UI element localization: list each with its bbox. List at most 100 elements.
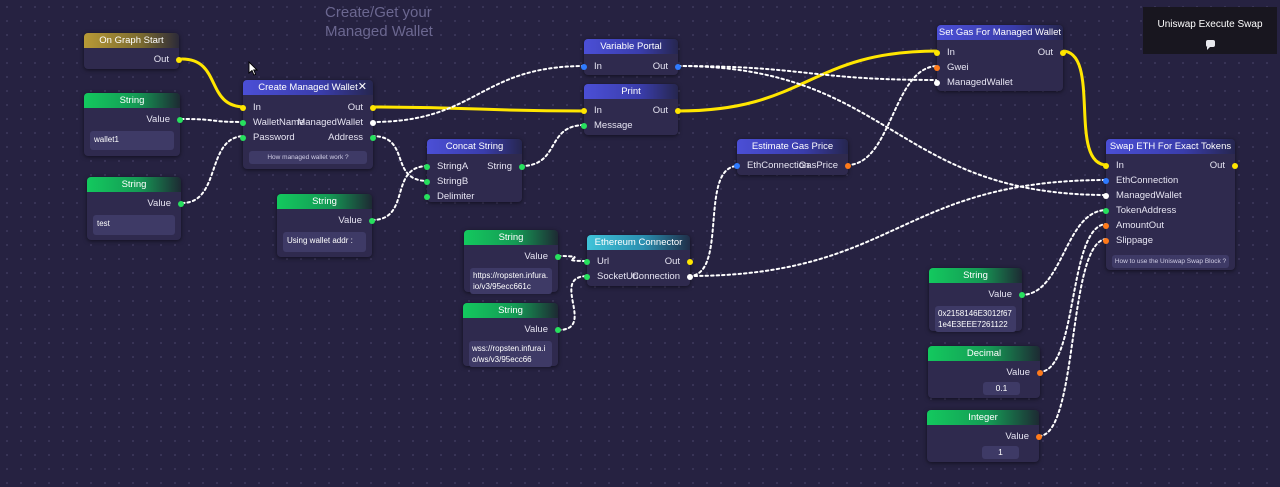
string-socket-node[interactable]: String Value wss://ropsten.infura.io/ws/… — [463, 303, 561, 367]
node-title[interactable]: String — [84, 93, 180, 108]
gwei-port[interactable] — [934, 64, 940, 71]
wire-setgas-to-swap — [1060, 49, 1109, 167]
string-password-node[interactable]: String Value test — [87, 177, 184, 240]
socket-uri-port[interactable] — [584, 273, 590, 280]
value-port[interactable] — [1037, 369, 1043, 376]
value-port[interactable] — [369, 217, 375, 224]
estimate-gas-price-node[interactable]: Estimate Gas Price EthConnection GasPric… — [734, 139, 851, 175]
eth-connection-port[interactable] — [1103, 177, 1109, 184]
chat-icon[interactable] — [1205, 40, 1215, 50]
value-port[interactable] — [1036, 433, 1042, 440]
node-title[interactable]: Estimate Gas Price — [737, 139, 848, 154]
wallet-name-port[interactable] — [240, 119, 246, 126]
out-port[interactable] — [1060, 49, 1066, 56]
in-port[interactable] — [240, 104, 246, 111]
string-out-port[interactable] — [519, 163, 525, 170]
value-port[interactable] — [555, 253, 561, 260]
out-port[interactable] — [675, 107, 681, 114]
url-port[interactable] — [584, 258, 590, 265]
decimal-node[interactable]: Decimal Value 0.1 — [928, 346, 1043, 398]
delimiter-port[interactable] — [424, 193, 430, 200]
in-port[interactable] — [1103, 162, 1109, 169]
in-port[interactable] — [581, 63, 587, 70]
string-wallet-node[interactable]: String Value wallet1 — [84, 93, 183, 156]
out-label: Out — [153, 54, 169, 65]
connection-port[interactable] — [687, 273, 693, 280]
address-port[interactable] — [370, 134, 376, 141]
address-label: Address — [328, 132, 363, 143]
on-graph-start-node[interactable]: On Graph Start Out — [84, 33, 182, 69]
token-address-port[interactable] — [1103, 207, 1109, 214]
value-input[interactable]: 1 — [982, 446, 1019, 459]
node-title[interactable]: Decimal — [928, 346, 1040, 361]
in-port[interactable] — [934, 49, 940, 56]
node-title[interactable]: Ethereum Connector — [587, 235, 690, 250]
node-title[interactable]: String — [464, 230, 558, 245]
value-port[interactable] — [177, 116, 183, 123]
node-title[interactable]: String — [463, 303, 558, 318]
value-port[interactable] — [178, 200, 184, 207]
value-input[interactable]: wss://ropsten.infura.io/ws/v3/95ecc66 — [469, 341, 552, 367]
wire-concat-to-print — [520, 124, 586, 167]
close-icon[interactable]: ✕ — [357, 81, 367, 93]
value-input[interactable]: 0x2158146E3012f671e4E3EEE7261122 — [935, 306, 1016, 332]
message-port[interactable] — [581, 122, 587, 129]
managed-wallet-port[interactable] — [1103, 192, 1109, 199]
node-title[interactable]: String — [87, 177, 181, 192]
integer-node[interactable]: Integer Value 1 — [927, 410, 1042, 462]
group-title-line2: Managed Wallet — [325, 23, 433, 40]
node-title[interactable]: Variable Portal — [584, 39, 678, 54]
value-input[interactable]: 0.1 — [983, 382, 1020, 395]
string-b-port[interactable] — [424, 178, 430, 185]
string-url-node[interactable]: String Value https://ropsten.infura.io/v… — [464, 230, 561, 294]
help-link[interactable]: How to use the Uniswap Swap Block ? — [1112, 255, 1229, 268]
password-port[interactable] — [240, 134, 246, 141]
variable-portal-node[interactable]: Variable Portal In Out — [581, 39, 681, 75]
slippage-port[interactable] — [1103, 237, 1109, 244]
value-input[interactable]: Using wallet addr : — [283, 232, 366, 252]
node-title[interactable]: String — [277, 194, 372, 209]
eth-connection-label: EthConnection — [1116, 175, 1179, 186]
node-title[interactable]: Create Managed Wallet ✕ — [243, 80, 373, 95]
out-label: Out — [652, 105, 668, 116]
out-label: Out — [664, 256, 680, 267]
string-a-port[interactable] — [424, 163, 430, 170]
node-title[interactable]: On Graph Start — [84, 33, 179, 48]
node-title[interactable]: String — [929, 268, 1022, 283]
managed-wallet-port[interactable] — [370, 119, 376, 126]
out-port[interactable] — [687, 258, 693, 265]
eth-connection-port[interactable] — [734, 162, 740, 169]
uniswap-panel[interactable]: Uniswap Execute Swap — [1143, 7, 1277, 54]
in-label: In — [594, 61, 602, 72]
in-port[interactable] — [581, 107, 587, 114]
string-message-node[interactable]: String Value Using wallet addr : — [277, 194, 375, 257]
out-port[interactable] — [370, 104, 376, 111]
node-title[interactable]: Concat String — [427, 139, 522, 154]
create-managed-wallet-node[interactable]: Create Managed Wallet ✕ In Out WalletNam… — [240, 80, 376, 169]
amount-out-port[interactable] — [1103, 222, 1109, 229]
set-gas-node[interactable]: Set Gas For Managed Wallet In Out Gwei M… — [934, 25, 1066, 91]
swap-eth-node[interactable]: Swap ETH For Exact Tokens In Out EthConn… — [1103, 139, 1238, 270]
out-port[interactable] — [1232, 162, 1238, 169]
ethereum-connector-node[interactable]: Ethereum Connector Url Out SocketUri Con… — [584, 235, 693, 286]
node-title[interactable]: Set Gas For Managed Wallet — [937, 25, 1063, 40]
out-port[interactable] — [176, 56, 182, 63]
value-input[interactable]: wallet1 — [90, 131, 174, 150]
managed-wallet-port[interactable] — [934, 79, 940, 86]
managed-wallet-label: ManagedWallet — [947, 77, 1013, 88]
out-port[interactable] — [675, 63, 681, 70]
node-title[interactable]: Swap ETH For Exact Tokens — [1106, 139, 1235, 154]
value-port[interactable] — [1019, 291, 1025, 298]
wire-print-to-setgas — [676, 49, 940, 113]
value-input[interactable]: test — [93, 215, 175, 235]
print-node[interactable]: Print In Out Message — [581, 84, 681, 135]
concat-string-node[interactable]: Concat String StringA String StringB Del… — [424, 139, 525, 202]
gas-price-port[interactable] — [845, 162, 851, 169]
string-token-node[interactable]: String Value 0x2158146E3012f671e4E3EEE72… — [929, 268, 1025, 332]
node-title[interactable]: Print — [584, 84, 678, 99]
node-title[interactable]: Integer — [927, 410, 1039, 425]
value-port[interactable] — [555, 326, 561, 333]
value-input[interactable]: https://ropsten.infura.io/v3/95ecc661c — [470, 268, 552, 294]
in-label: In — [947, 47, 955, 58]
help-link[interactable]: How managed wallet work ? — [249, 151, 367, 164]
